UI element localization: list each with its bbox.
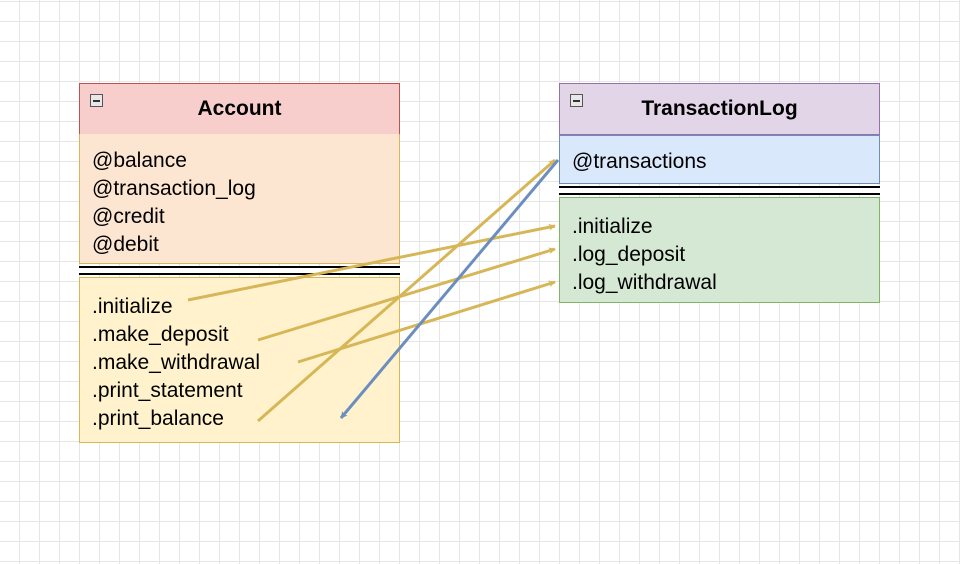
account-method: .make_withdrawal bbox=[92, 351, 261, 374]
account-methods[interactable]: .initialize .make_deposit .make_withdraw… bbox=[79, 277, 400, 443]
account-divider bbox=[79, 266, 400, 275]
account-field: @credit bbox=[92, 205, 165, 228]
account-fields[interactable]: @balance @transaction_log @credit @debit bbox=[79, 134, 400, 264]
account-class-title: Account bbox=[197, 97, 282, 120]
minus-square-icon[interactable] bbox=[570, 94, 583, 107]
account-field: @transaction_log bbox=[92, 177, 256, 200]
account-method: .print_statement bbox=[92, 379, 243, 402]
account-method: .make_deposit bbox=[92, 323, 229, 346]
transaction-log-methods[interactable]: .initialize .log_deposit .log_withdrawal bbox=[559, 197, 880, 303]
account-field: @balance bbox=[92, 149, 187, 172]
account-field: @debit bbox=[92, 233, 159, 256]
minus-square-icon[interactable] bbox=[90, 94, 103, 107]
transaction-log-field: @transactions bbox=[572, 150, 707, 173]
transaction-log-fields[interactable]: @transactions bbox=[559, 135, 880, 184]
account-method: .initialize bbox=[92, 295, 173, 318]
transaction-log-divider bbox=[559, 186, 880, 195]
transaction-log-class-header[interactable]: TransactionLog bbox=[559, 83, 880, 135]
transaction-log-class-title: TransactionLog bbox=[641, 97, 798, 120]
transaction-log-method: .log_withdrawal bbox=[572, 271, 717, 294]
account-class-header[interactable]: Account bbox=[79, 83, 400, 135]
account-method: .print_balance bbox=[92, 407, 224, 430]
transaction-log-method: .initialize bbox=[572, 215, 653, 238]
transaction-log-method: .log_deposit bbox=[572, 243, 686, 266]
